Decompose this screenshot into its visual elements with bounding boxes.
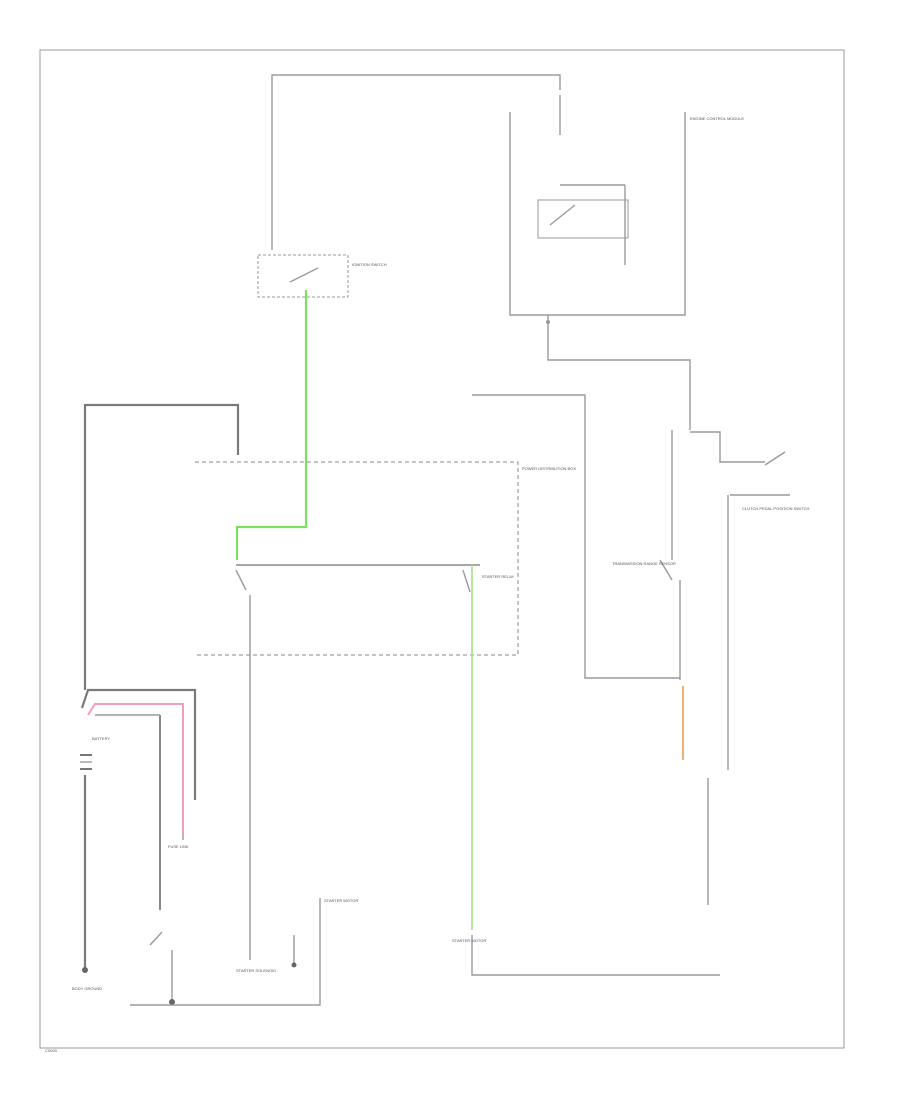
ignition-switch-label: IGNITION SWITCH (352, 262, 387, 267)
ecm-label: ENGINE CONTROL MODULE (690, 116, 744, 121)
ecm-box-outline (509, 112, 686, 316)
body-ground-label: BODY GROUND (72, 986, 102, 991)
pink-wire (87, 703, 184, 835)
starter-contact (149, 931, 163, 946)
relay-to-clutch-wire (472, 394, 680, 679)
power-distribution-label: POWER DISTRIBUTION BOX (522, 466, 576, 471)
starter-solenoid-label: STARTER SOLENOID (236, 968, 276, 973)
relay-switch-contact (235, 569, 247, 591)
ignition-switch-contact (289, 267, 319, 283)
ignition-switch-box (257, 254, 349, 298)
trs-label: TRANSMISSION RANGE SENSOR (612, 561, 676, 566)
green-wire (235, 290, 308, 560)
battery-main-feed (83, 403, 240, 690)
ecm-relay-coil (537, 199, 629, 239)
ignition-feed-wire (271, 74, 561, 250)
starter-ground-point (169, 999, 175, 1005)
relay-switch-contact-2 (462, 569, 471, 593)
bottom-right-loop (471, 935, 720, 976)
starter-motor-ground-label: STARTER MOTOR (324, 898, 358, 903)
solenoid-terminal (291, 962, 297, 968)
starter-relay-label: STARTER RELAY (482, 574, 515, 579)
ground-bus (130, 898, 321, 1006)
battery-positive-wire (80, 688, 197, 800)
starter-motor-box (448, 930, 488, 970)
trs-contact (659, 559, 673, 581)
fuse-link-label: FUSE LINK (168, 844, 189, 849)
ground-point (82, 967, 88, 973)
connector-pin (546, 320, 550, 324)
clutch-switch-feed (690, 431, 765, 463)
battery-label: BATTERY (92, 736, 110, 741)
starter-motor-label: STARTER MOTOR (452, 938, 486, 943)
clutch-switch-label: CLUTCH PEDAL POSITION SWITCH (742, 506, 810, 511)
power-distribution-box (195, 461, 519, 656)
figure-id: C0000 (45, 1048, 58, 1053)
ecm-output-wire (547, 315, 691, 430)
diagram-border (39, 49, 845, 1049)
ecm-relay-contact (549, 204, 576, 226)
clutch-switch-contact (764, 451, 786, 466)
